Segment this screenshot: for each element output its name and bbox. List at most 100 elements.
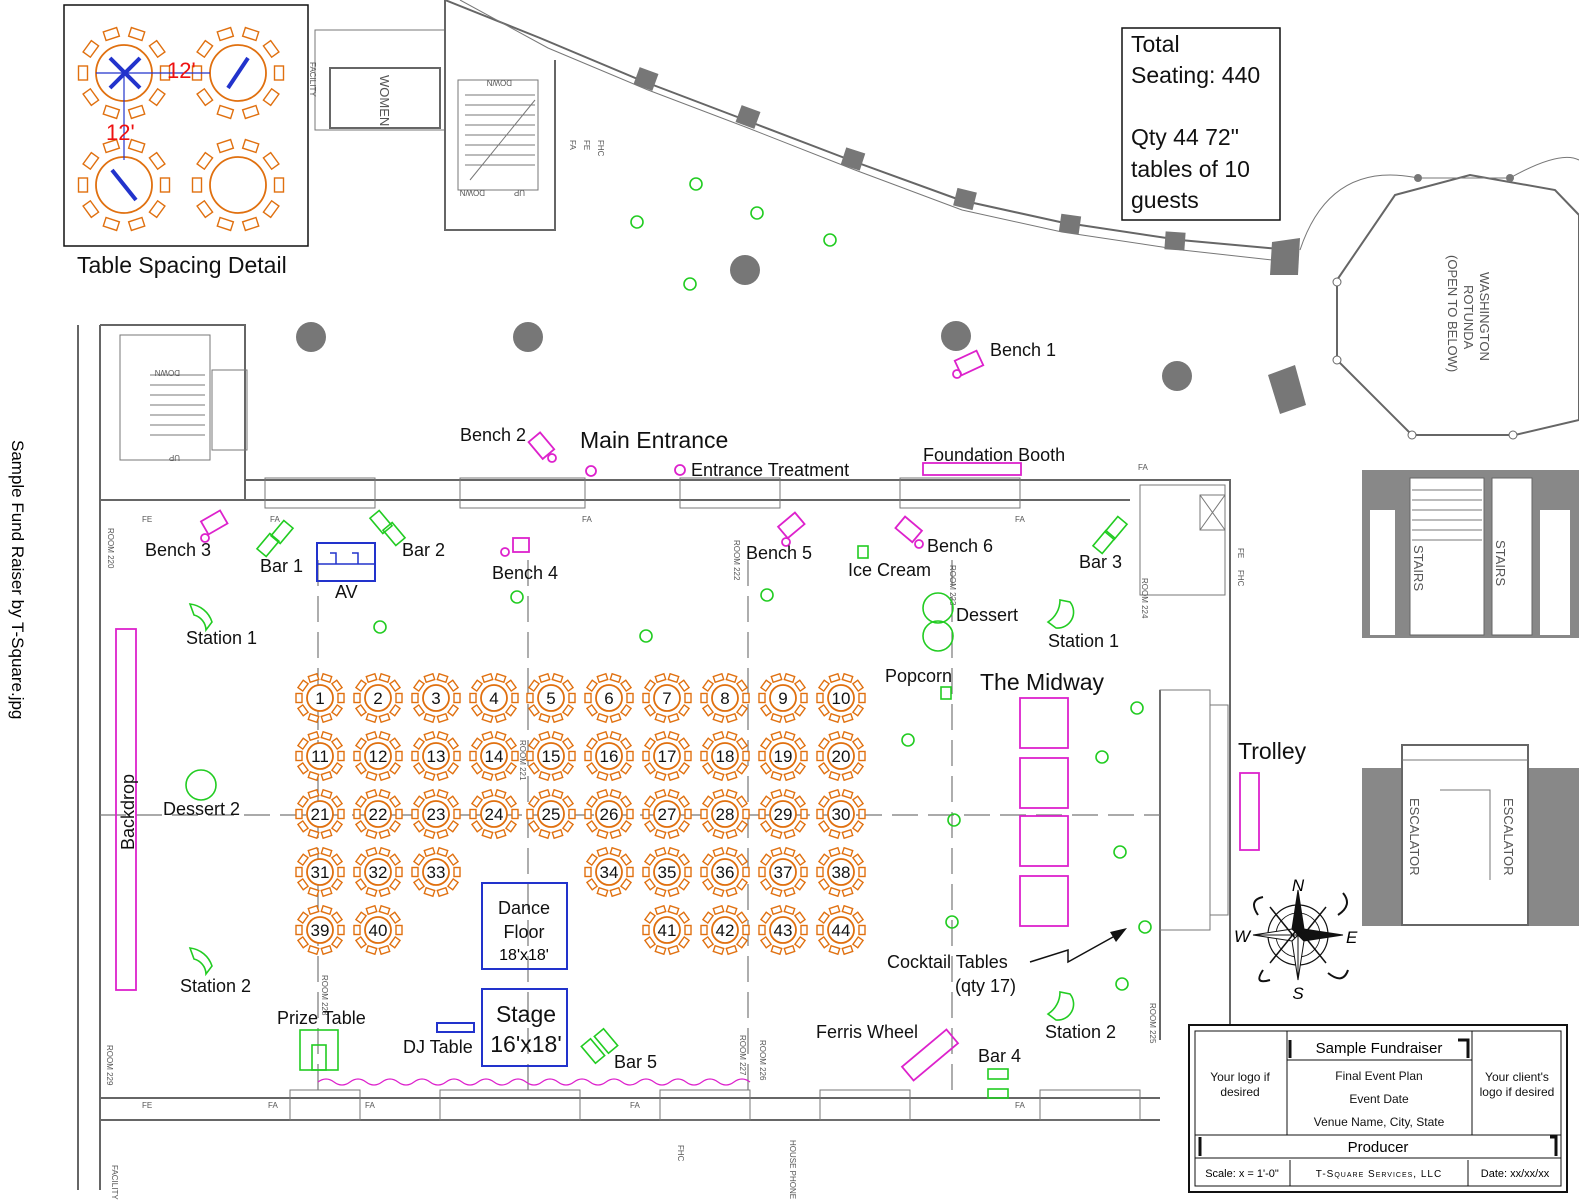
fa-label-2: FA bbox=[582, 515, 592, 524]
table-number: 31 bbox=[311, 863, 330, 882]
table-number: 28 bbox=[716, 805, 735, 824]
title-company: T-Square Services, LLC bbox=[1316, 1169, 1442, 1180]
logo-right-line1: Your client's bbox=[1485, 1070, 1549, 1084]
table-33: 33 bbox=[411, 846, 461, 898]
stairs-left-label: STAIRS bbox=[1411, 545, 1426, 591]
table-number: 6 bbox=[604, 689, 613, 708]
seating-line4: tables of 10 bbox=[1131, 156, 1250, 182]
table-6: 6 bbox=[584, 672, 634, 724]
fe-label-1: FE bbox=[142, 515, 152, 524]
table-36: 36 bbox=[700, 846, 750, 898]
table-25: 25 bbox=[526, 788, 576, 840]
table-number: 16 bbox=[600, 747, 619, 766]
table-number: 12 bbox=[369, 747, 388, 766]
side-caption: Sample Fund Raiser by T-Square.jpg bbox=[8, 440, 27, 719]
room-226-label: ROOM 226 bbox=[758, 1040, 767, 1081]
table-number: 42 bbox=[716, 921, 735, 940]
popcorn-label: Popcorn bbox=[885, 666, 952, 686]
fa-label-3: FA bbox=[1015, 515, 1025, 524]
table-number: 20 bbox=[832, 747, 851, 766]
seating-summary: Total Seating: 440 Qty 44 72" tables of … bbox=[1121, 27, 1281, 221]
room-223-label: ROOM 223 bbox=[948, 565, 957, 606]
house-phone-label: HOUSE PHONE bbox=[788, 1140, 797, 1199]
title-scale: Scale: x = 1'-0" bbox=[1205, 1168, 1279, 1180]
dance-floor-size: 18'x18' bbox=[499, 947, 549, 964]
fe-label-bottom: FE bbox=[142, 1101, 152, 1110]
table-28: 28 bbox=[700, 788, 750, 840]
facility-use-label: FACILITY bbox=[110, 1165, 119, 1200]
foundation-booth-label: Foundation Booth bbox=[923, 445, 1065, 465]
table-13: 13 bbox=[411, 730, 461, 782]
rotunda-label-2: ROTUNDA bbox=[1461, 285, 1476, 350]
bar-1-label: Bar 1 bbox=[260, 556, 303, 576]
table-44: 44 bbox=[816, 904, 866, 956]
fa-label-stair: FA bbox=[568, 140, 577, 150]
cocktail-tables bbox=[373, 177, 1152, 991]
cocktail-tables-label: Cocktail Tables bbox=[887, 952, 1008, 972]
table-number: 23 bbox=[427, 805, 446, 824]
table-17: 17 bbox=[642, 730, 692, 782]
fa-label-4: FA bbox=[1138, 463, 1148, 472]
room-229-label: ROOM 229 bbox=[105, 1045, 114, 1086]
table-23: 23 bbox=[411, 788, 461, 840]
table-number: 8 bbox=[720, 689, 729, 708]
station-2-right-label: Station 2 bbox=[1045, 1022, 1116, 1042]
table-number: 11 bbox=[311, 747, 329, 766]
bar-2-label: Bar 2 bbox=[402, 540, 445, 560]
table-number: 17 bbox=[658, 747, 677, 766]
table-number: 34 bbox=[600, 863, 619, 882]
table-4: 4 bbox=[469, 672, 519, 724]
down-label: DOWN bbox=[486, 78, 512, 87]
ice-cream-label: Ice Cream bbox=[848, 560, 931, 580]
table-1: 1 bbox=[295, 672, 345, 724]
entrance-treatment-label: Entrance Treatment bbox=[691, 460, 849, 480]
station-1-right-label: Station 1 bbox=[1048, 631, 1119, 651]
stairs-right-label: STAIRS bbox=[1493, 540, 1508, 586]
table-number: 38 bbox=[832, 863, 851, 882]
detail-table-4 bbox=[191, 138, 285, 232]
fa-label-bottom-1: FA bbox=[268, 1101, 278, 1110]
event-elements: Bench 1 Bench 2 Main Entrance Entrance T… bbox=[115, 340, 1307, 1099]
title-event: Sample Fundraiser bbox=[1316, 1040, 1443, 1057]
table-spacing-detail: 12' 12' Table Spacing Detail bbox=[63, 4, 309, 278]
table-40: 40 bbox=[353, 904, 403, 956]
room-224-label: ROOM 224 bbox=[1140, 578, 1149, 619]
fhc-label-bottom: FHC bbox=[676, 1145, 685, 1162]
table-29: 29 bbox=[758, 788, 808, 840]
table-number: 18 bbox=[716, 747, 735, 766]
table-number: 26 bbox=[600, 805, 619, 824]
fa-label-bottom-2: FA bbox=[365, 1101, 375, 1110]
table-14: 14 bbox=[469, 730, 519, 782]
table-11: 11 bbox=[295, 730, 345, 782]
table-number: 5 bbox=[546, 689, 555, 708]
bench-2-label: Bench 2 bbox=[460, 425, 526, 445]
table-number: 2 bbox=[373, 689, 382, 708]
seating-line3: Qty 44 72" bbox=[1131, 124, 1239, 150]
women-label: WOMEN bbox=[377, 75, 392, 126]
table-number: 39 bbox=[311, 921, 330, 940]
compass-rose: N S W E bbox=[1234, 876, 1358, 1003]
bench-5-label: Bench 5 bbox=[746, 543, 812, 563]
compass-south: S bbox=[1292, 984, 1304, 1003]
title-block: Sample Fundraiser Final Event Plan Event… bbox=[1188, 1024, 1568, 1193]
seating-line2: Seating: 440 bbox=[1131, 62, 1260, 88]
table-3: 3 bbox=[411, 672, 461, 724]
table-number: 32 bbox=[369, 863, 388, 882]
trolley-label: Trolley bbox=[1238, 738, 1307, 764]
table-5: 5 bbox=[526, 672, 576, 724]
table-32: 32 bbox=[353, 846, 403, 898]
table-18: 18 bbox=[700, 730, 750, 782]
fa-label-bottom-4: FA bbox=[1015, 1101, 1025, 1110]
table-number: 22 bbox=[369, 805, 388, 824]
upper-architecture: WOMEN FACILITY DOWN DOWN UP FA FE FHC WA… bbox=[296, 0, 1579, 926]
room-222-label: ROOM 222 bbox=[732, 540, 741, 581]
table-41: 41 bbox=[642, 904, 692, 956]
title-producer: Producer bbox=[1348, 1139, 1409, 1156]
table-16: 16 bbox=[584, 730, 634, 782]
compass-west: W bbox=[1234, 927, 1252, 946]
table-number: 3 bbox=[431, 689, 440, 708]
table-30: 30 bbox=[816, 788, 866, 840]
table-number: 21 bbox=[311, 805, 330, 824]
